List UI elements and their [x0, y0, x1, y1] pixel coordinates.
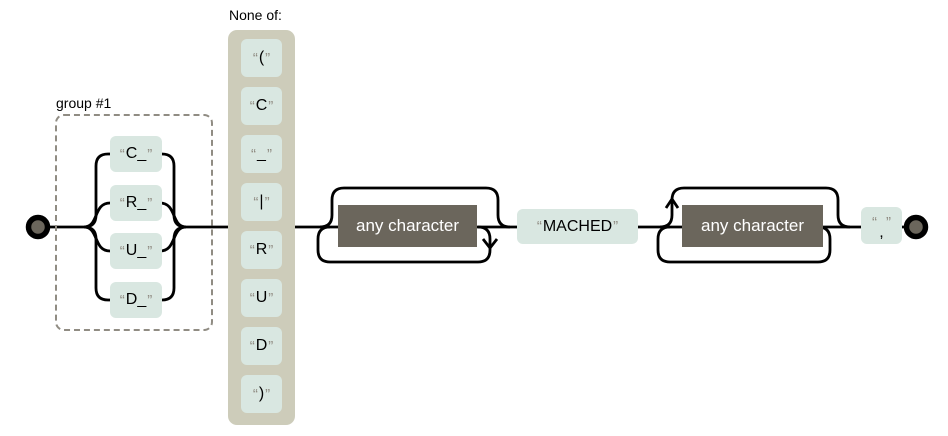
- open-quote: “: [249, 337, 255, 355]
- group-option-label: R_: [125, 194, 147, 211]
- charset-item-label: (: [258, 49, 265, 66]
- repeat-loop-path-2: [656, 225, 832, 264]
- literal-box-mached: “MACHED”: [517, 209, 638, 244]
- quote-row: “”: [872, 213, 891, 231]
- close-quote: ”: [147, 194, 153, 212]
- close-quote: ”: [266, 145, 272, 163]
- charset-item-label: U: [255, 289, 268, 306]
- group-option-label: U_: [125, 242, 147, 259]
- charset-item-label: D: [255, 337, 268, 354]
- literal-box-comma: “” ,: [861, 207, 902, 244]
- open-quote: “: [119, 291, 125, 309]
- open-quote: “: [249, 289, 255, 307]
- any-character-label: any character: [701, 216, 804, 235]
- repeat-loop-path-1: [316, 225, 492, 264]
- close-quote: ”: [147, 145, 153, 163]
- group-option-box: “C_”: [110, 136, 162, 172]
- close-quote: ”: [268, 337, 274, 355]
- literal-text: MACHED: [542, 217, 613, 235]
- close-quote: ”: [147, 291, 153, 309]
- branch-merge-path-4: [160, 225, 187, 302]
- charset-item-box: “_”: [241, 135, 282, 173]
- charset-item-label: R: [255, 241, 268, 258]
- charset-item-box: “C”: [241, 87, 282, 125]
- open-quote: “: [251, 145, 257, 163]
- open-quote: “: [119, 145, 125, 163]
- open-quote: “: [119, 194, 125, 212]
- close-quote: ”: [265, 49, 271, 67]
- any-character-box: any character: [682, 205, 823, 247]
- group-label: group #1: [56, 95, 112, 111]
- group-option-box: “D_”: [110, 282, 162, 318]
- open-quote: “: [249, 241, 255, 259]
- repeat-arrow-down-icon: [481, 238, 499, 251]
- group-option-label: D_: [125, 291, 147, 308]
- charset-item-box: “)”: [241, 375, 282, 413]
- close-quote: ”: [147, 242, 153, 260]
- open-quote: “: [536, 218, 542, 235]
- charset-item-box: “(”: [241, 39, 282, 77]
- charset-item-label: |: [259, 193, 264, 210]
- open-quote: “: [119, 242, 125, 260]
- group-option-box: “R_”: [110, 185, 162, 221]
- group-box: [55, 114, 213, 331]
- open-quote: “: [252, 49, 258, 67]
- charset-item-box: “|”: [241, 183, 282, 221]
- close-quote: ”: [264, 193, 270, 211]
- branch-split-path-4: [83, 225, 110, 302]
- charset-item-box: “D”: [241, 327, 282, 365]
- any-character-label: any character: [356, 216, 459, 235]
- skip-path-1: [319, 186, 511, 229]
- close-quote: ”: [265, 385, 271, 403]
- end-point-icon: [903, 214, 929, 240]
- repeat-arrow-up-icon: [664, 196, 680, 209]
- close-quote: ”: [268, 97, 274, 115]
- close-quote: ”: [268, 289, 274, 307]
- start-point-icon: [25, 214, 51, 240]
- close-quote: ”: [886, 213, 891, 231]
- any-character-box: any character: [338, 205, 477, 247]
- charset-label: None of:: [229, 7, 282, 23]
- group-option-box: “U_”: [110, 233, 162, 269]
- charset-item-label: ): [258, 385, 265, 402]
- literal-text: ,: [879, 223, 884, 241]
- open-quote: “: [253, 193, 259, 211]
- open-quote: “: [872, 213, 877, 231]
- charset-item-box: “U”: [241, 279, 282, 317]
- charset-item-label: _: [257, 145, 266, 162]
- close-quote: ”: [613, 218, 619, 235]
- group-option-label: C_: [125, 145, 147, 162]
- skip-path-2: [659, 186, 851, 229]
- close-quote: ”: [268, 241, 274, 259]
- open-quote: “: [252, 385, 258, 403]
- charset-item-box: “R”: [241, 231, 282, 269]
- charset-item-label: C: [255, 97, 268, 114]
- open-quote: “: [249, 97, 255, 115]
